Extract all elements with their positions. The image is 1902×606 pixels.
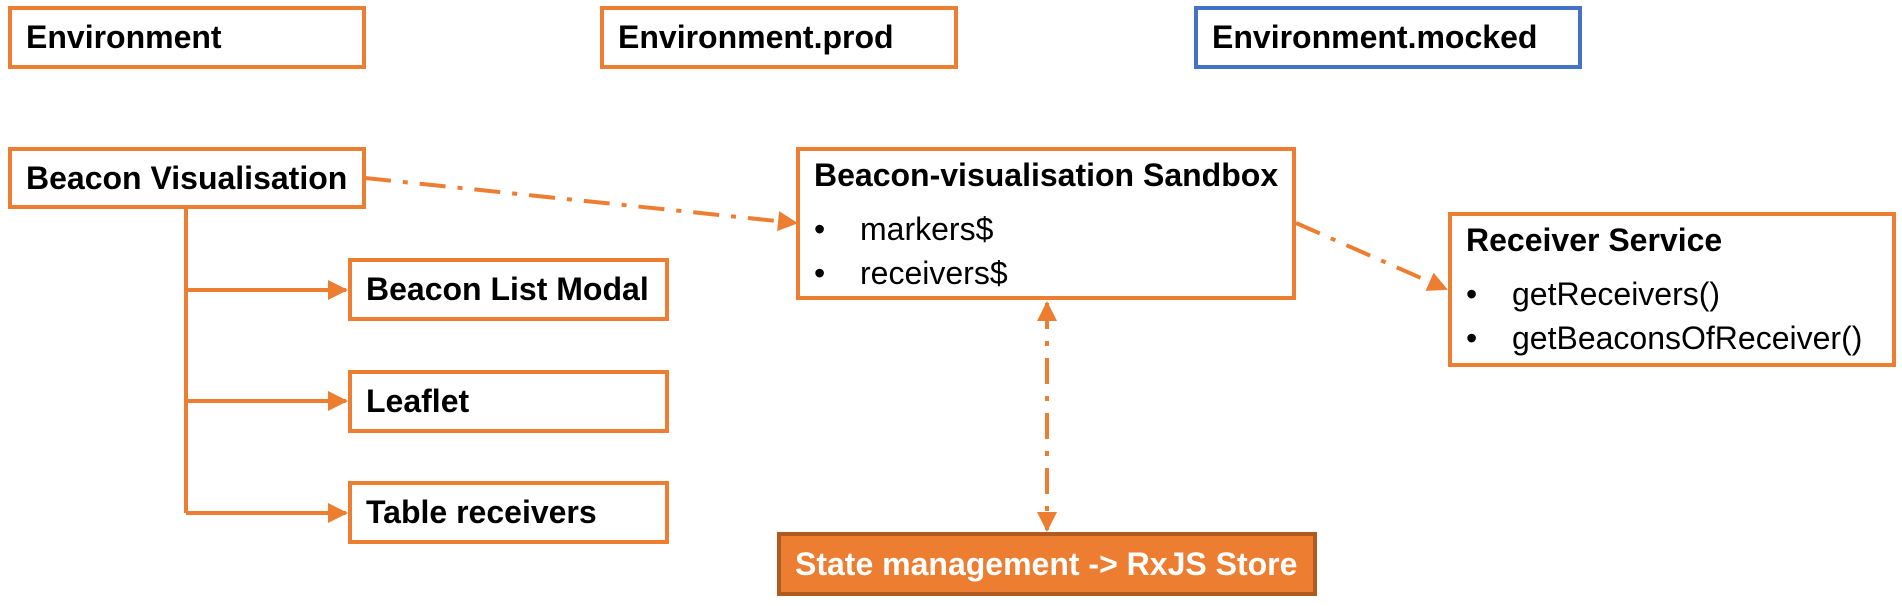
receiver-service-item-get-receivers: getReceivers() [1512,276,1721,312]
environment-mocked-label: Environment.mocked [1212,19,1538,55]
list-item: • receivers$ [814,251,1008,295]
bullet: • [814,255,826,291]
bullet: • [1466,320,1478,356]
leaflet-label: Leaflet [366,383,470,419]
receiver-service-item-get-beacons: getBeaconsOfReceiver() [1512,320,1863,356]
state-management-label: State management -> RxJS Store [795,545,1298,582]
beacon-list-modal-box: Beacon List Modal [348,258,669,321]
beacon-visualisation-box: Beacon Visualisation [8,147,366,209]
receiver-service-title: Receiver Service [1466,222,1723,258]
bullet: • [814,211,826,247]
state-management-box: State management -> RxJS Store [777,532,1317,596]
sandbox-title: Beacon-visualisation Sandbox [814,157,1279,193]
environment-prod-box: Environment.prod [600,6,958,69]
environment-box: Environment [8,6,366,69]
environment-label: Environment [26,19,222,55]
arrow-visualisation-to-sandbox [364,176,798,232]
sandbox-item-receivers: receivers$ [860,255,1008,291]
environment-prod-label: Environment.prod [618,19,894,55]
table-receivers-label: Table receivers [366,494,597,530]
arrow-sandbox-to-receiver-service [1295,221,1448,291]
list-item: • getBeaconsOfReceiver() [1466,316,1862,360]
receiver-service-box: Receiver Service • getReceivers() • getBea… [1448,212,1896,367]
table-receivers-box: Table receivers [348,481,669,544]
list-item: • markers$ [814,207,1008,251]
beacon-list-modal-label: Beacon List Modal [366,271,649,307]
sandbox-list: • markers$ • receivers$ [814,207,1008,295]
beacon-visualisation-label: Beacon Visualisation [26,159,348,196]
sandbox-item-markers: markers$ [860,211,994,247]
leaflet-box: Leaflet [348,370,669,433]
list-item: • getReceivers() [1466,272,1862,316]
receiver-service-list: • getReceivers() • getBeaconsOfReceiver() [1466,272,1862,360]
bullet: • [1466,276,1478,312]
sandbox-box: Beacon-visualisation Sandbox • markers$ •… [796,147,1296,300]
environment-mocked-box: Environment.mocked [1194,6,1582,69]
